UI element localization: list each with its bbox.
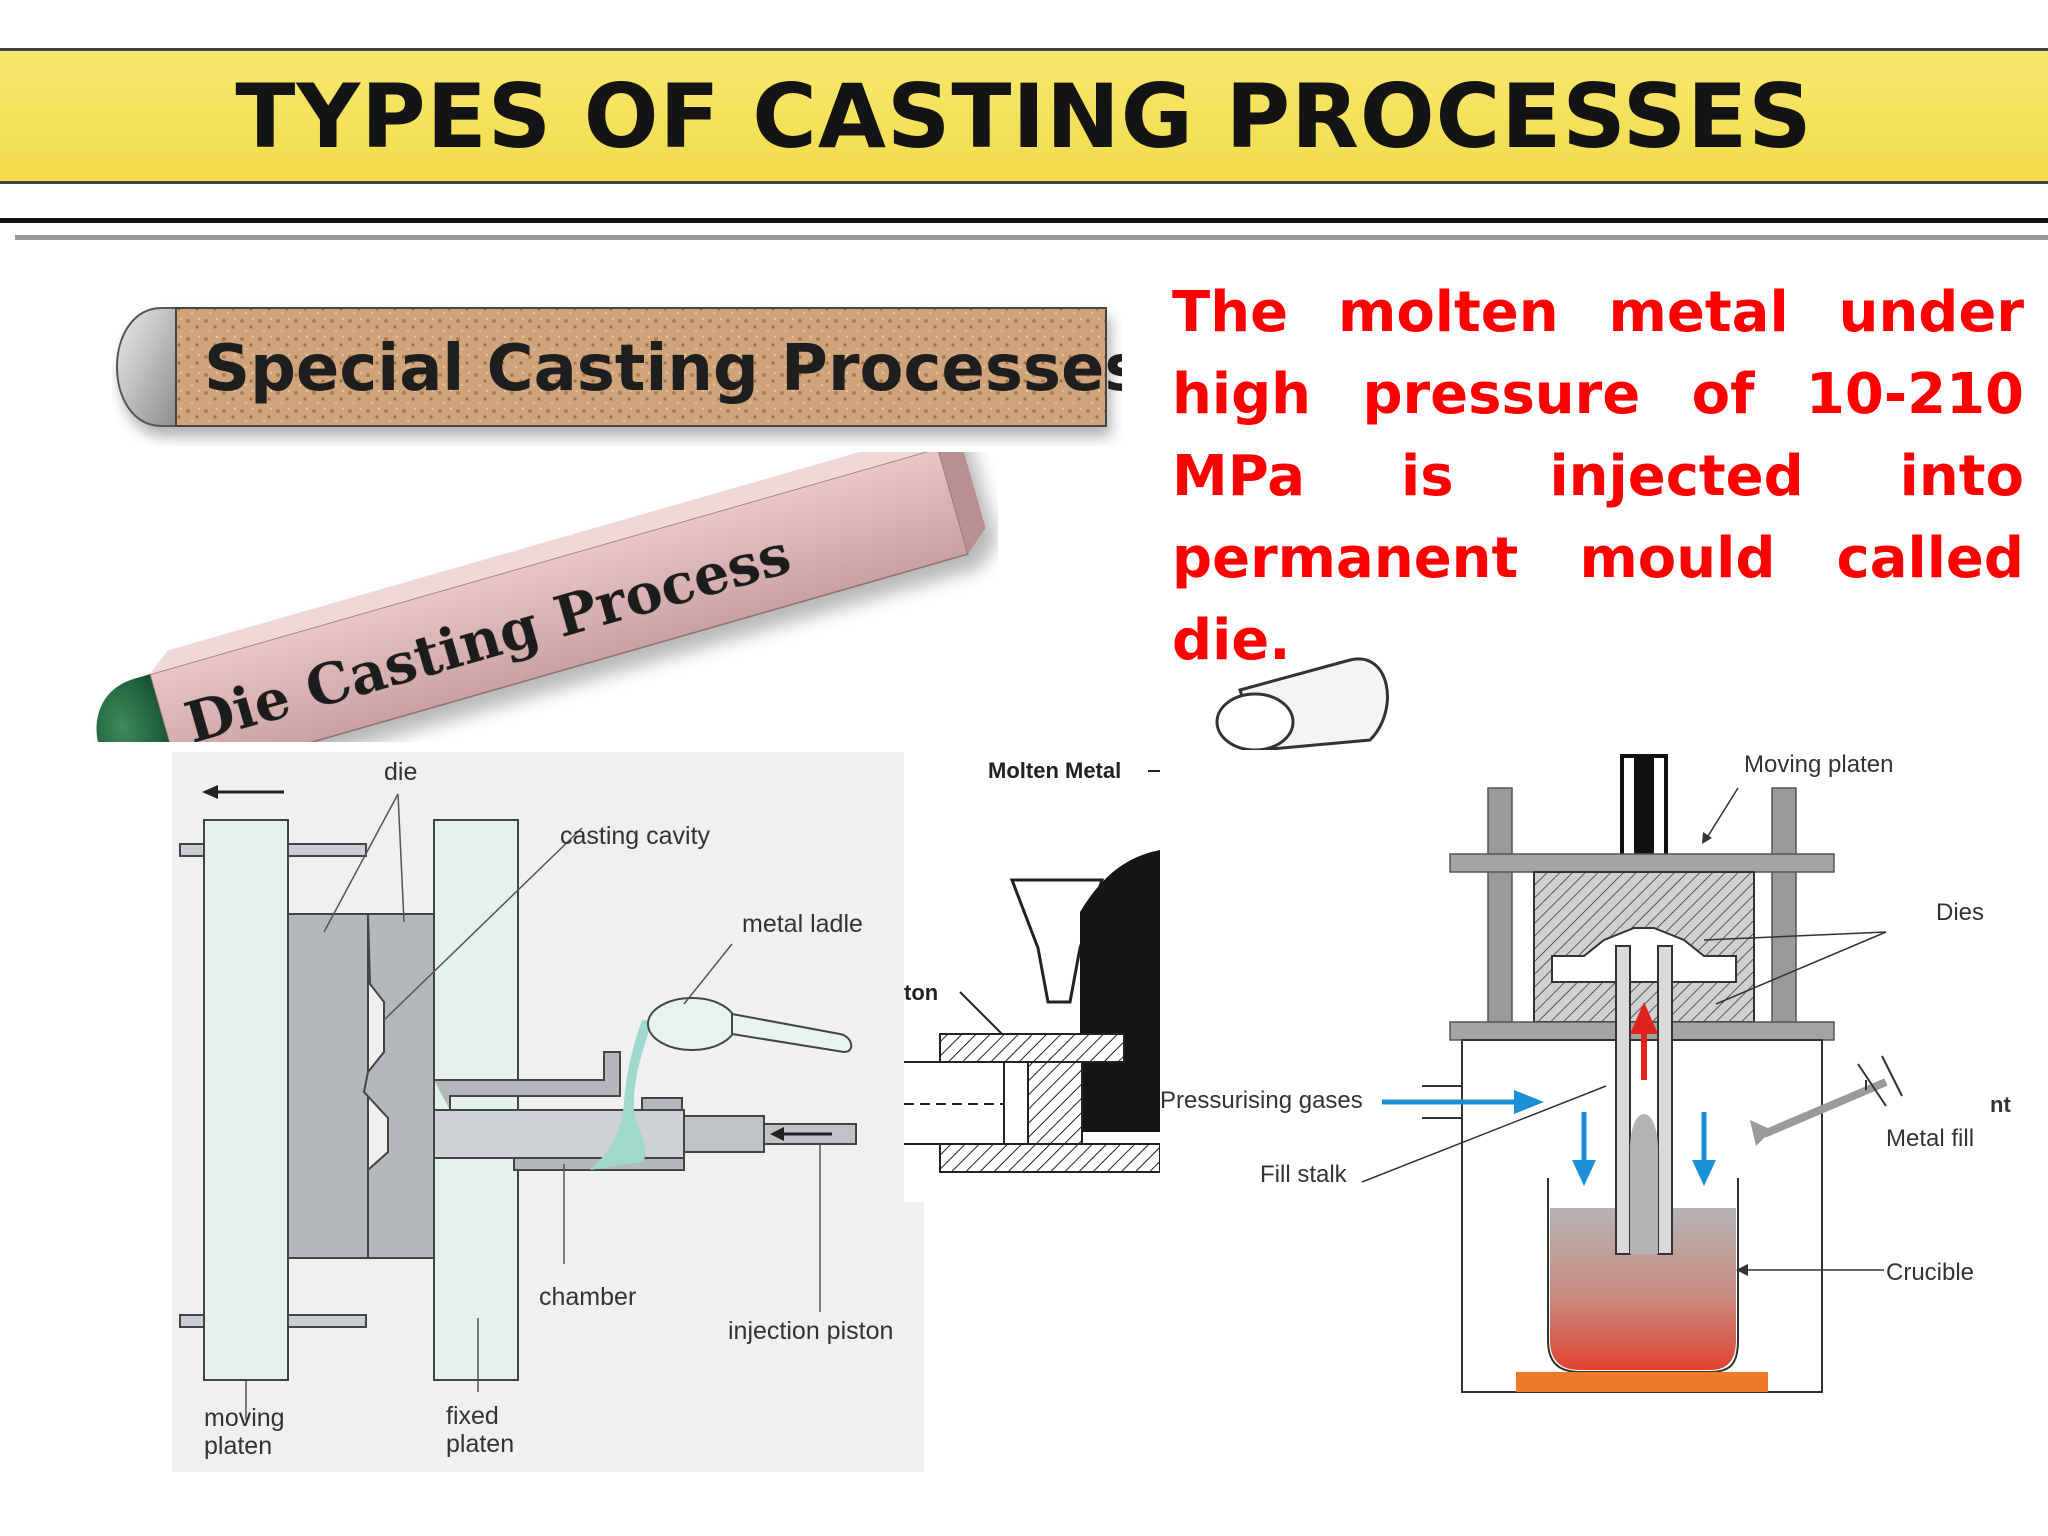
label-crucible: Crucible: [1886, 1259, 1974, 1286]
special-casting-label: Special Casting Processes: [204, 332, 1122, 406]
partial-die-diagram: Molten Metal ton: [904, 752, 1160, 1202]
slide-title: TYPES OF CASTING PROCESSES: [235, 64, 1813, 168]
label-metal-ladle: metal ladle: [742, 910, 863, 938]
special-casting-tag: Special Casting Processes: [116, 307, 1122, 427]
label-moving-platen: Moving platen: [1744, 751, 1893, 778]
divider-grey: [15, 235, 2048, 240]
label-edge-fragment: nt: [1990, 1092, 2011, 1117]
label-metal-fill: Metal fill: [1886, 1125, 1974, 1152]
cylinder-graphic: [1215, 657, 1389, 750]
divider-dark: [0, 218, 2048, 223]
label-dies: Dies: [1936, 899, 1984, 926]
cold-chamber-diagram: die casting cavity metal ladle chamber i…: [172, 752, 924, 1472]
die-casting-tag: Die Casting Process: [96, 452, 986, 742]
label-casting-cavity: casting cavity: [560, 822, 711, 850]
label-fixed-platen-line1: fixed: [446, 1402, 499, 1430]
label-piston-fragment: ton: [904, 980, 938, 1005]
label-moving-platen-line1: moving: [204, 1404, 285, 1432]
label-pressurising-gases: Pressurising gases: [1160, 1087, 1363, 1114]
label-chamber: chamber: [539, 1283, 636, 1311]
label-molten-metal: Molten Metal: [988, 758, 1121, 783]
label-moving-platen-line2: platen: [204, 1432, 272, 1460]
label-die: die: [384, 758, 417, 786]
label-injection-piston: injection piston: [728, 1317, 893, 1345]
low-pressure-diagram: Moving platen Dies Pressurising gases Fi…: [1160, 750, 2040, 1410]
label-fill-stalk: Fill stalk: [1260, 1161, 1348, 1188]
process-description: The molten metal under high pressure of …: [1172, 280, 2024, 673]
label-fixed-platen-line2: platen: [446, 1430, 514, 1458]
title-banner: TYPES OF CASTING PROCESSES: [0, 48, 2048, 184]
